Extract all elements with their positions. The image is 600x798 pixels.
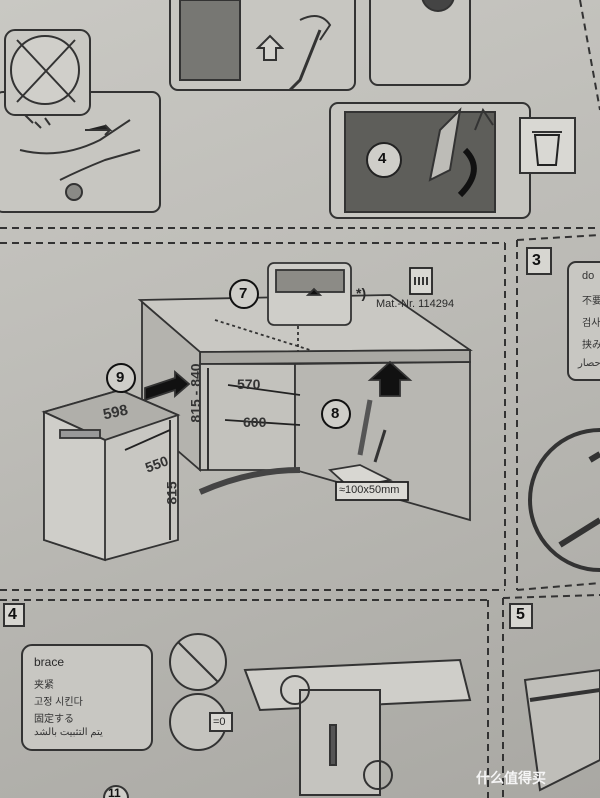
box4-frame (3, 603, 472, 798)
top-left-illustration (0, 29, 161, 213)
right-box-line4: 挟み (582, 340, 600, 351)
step11-number: 11 (108, 786, 121, 798)
top-right-illustration (369, 0, 471, 86)
dim-815: 815 (163, 481, 180, 505)
step4-panel (329, 102, 576, 219)
material-number: Mat.-Nr. 114294 (376, 298, 455, 310)
brace-title: brace (34, 655, 65, 669)
brace-ar: يتم التثبيت بالشد (34, 727, 103, 738)
dim-815-840: 815 - 840 (187, 363, 204, 423)
brace-ko: 고정 시킨다 (34, 697, 83, 708)
right-box-line5: حصار (578, 358, 600, 369)
installation-drawing (41, 262, 473, 562)
step9-number: 9 (116, 369, 125, 386)
right-box-line2: 不要 (582, 296, 600, 307)
hole-size: ≈100x50mm (339, 484, 400, 496)
top-middle-illustration (169, 0, 356, 92)
box5-number: 5 (516, 606, 525, 623)
asterisk-note: *) (356, 285, 367, 301)
brace-zh: 夹紧 (34, 680, 54, 691)
dim-600: 600 (243, 414, 267, 430)
box3-frame (526, 247, 600, 572)
dim-570: 570 (237, 376, 261, 392)
box3-number: 3 (532, 252, 541, 269)
step8-number: 8 (331, 405, 340, 422)
box5-frame (509, 603, 600, 792)
step7-number: 7 (239, 285, 248, 302)
right-box-line3: 검사 (582, 318, 600, 329)
brace-ja: 固定する (34, 714, 74, 725)
step4-number: 4 (378, 150, 387, 167)
right-box-line1: do (582, 270, 595, 282)
watermark: 什么值得买 (476, 770, 546, 786)
box4-number: 4 (8, 606, 17, 623)
gap-zero: =0 (213, 716, 226, 728)
